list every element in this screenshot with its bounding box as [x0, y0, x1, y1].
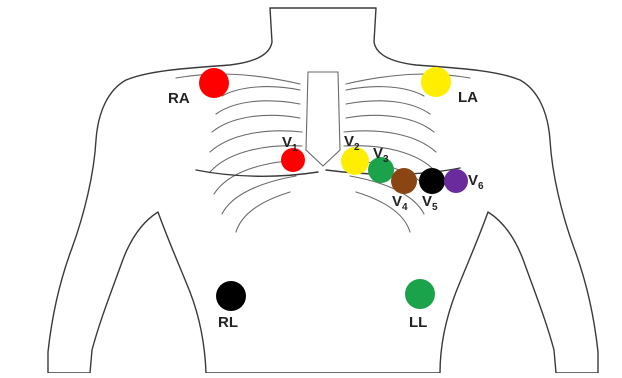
electrode-v5 [419, 168, 445, 194]
electrode-label-ll: LL [409, 314, 427, 331]
electrode-subscript-v4: 4 [402, 202, 408, 213]
electrode-ll [405, 279, 435, 309]
electrode-subscript-v2: 2 [354, 142, 360, 153]
electrode-label-rl: RL [218, 314, 238, 331]
clavicle-left [346, 74, 470, 84]
torso-outline [48, 8, 598, 373]
sternum [306, 72, 340, 166]
electrode-v6 [444, 169, 468, 193]
electrode-label-v6: V6 [468, 172, 484, 192]
electrode-label-v5: V5 [422, 193, 438, 213]
clavicle-right [176, 74, 300, 84]
electrode-subscript-v5: 5 [432, 202, 438, 213]
chest-line [196, 170, 318, 176]
electrode-la [421, 67, 451, 97]
electrode-subscript-v1: 1 [292, 143, 298, 154]
electrode-label-la: LA [458, 89, 478, 106]
electrode-v4 [391, 168, 417, 194]
electrode-label-ra: RA [168, 90, 190, 107]
electrode-subscript-v6: 6 [478, 181, 484, 192]
electrode-subscript-v3: 3 [383, 154, 389, 165]
electrode-ra [199, 68, 229, 98]
electrode-rl [216, 281, 246, 311]
